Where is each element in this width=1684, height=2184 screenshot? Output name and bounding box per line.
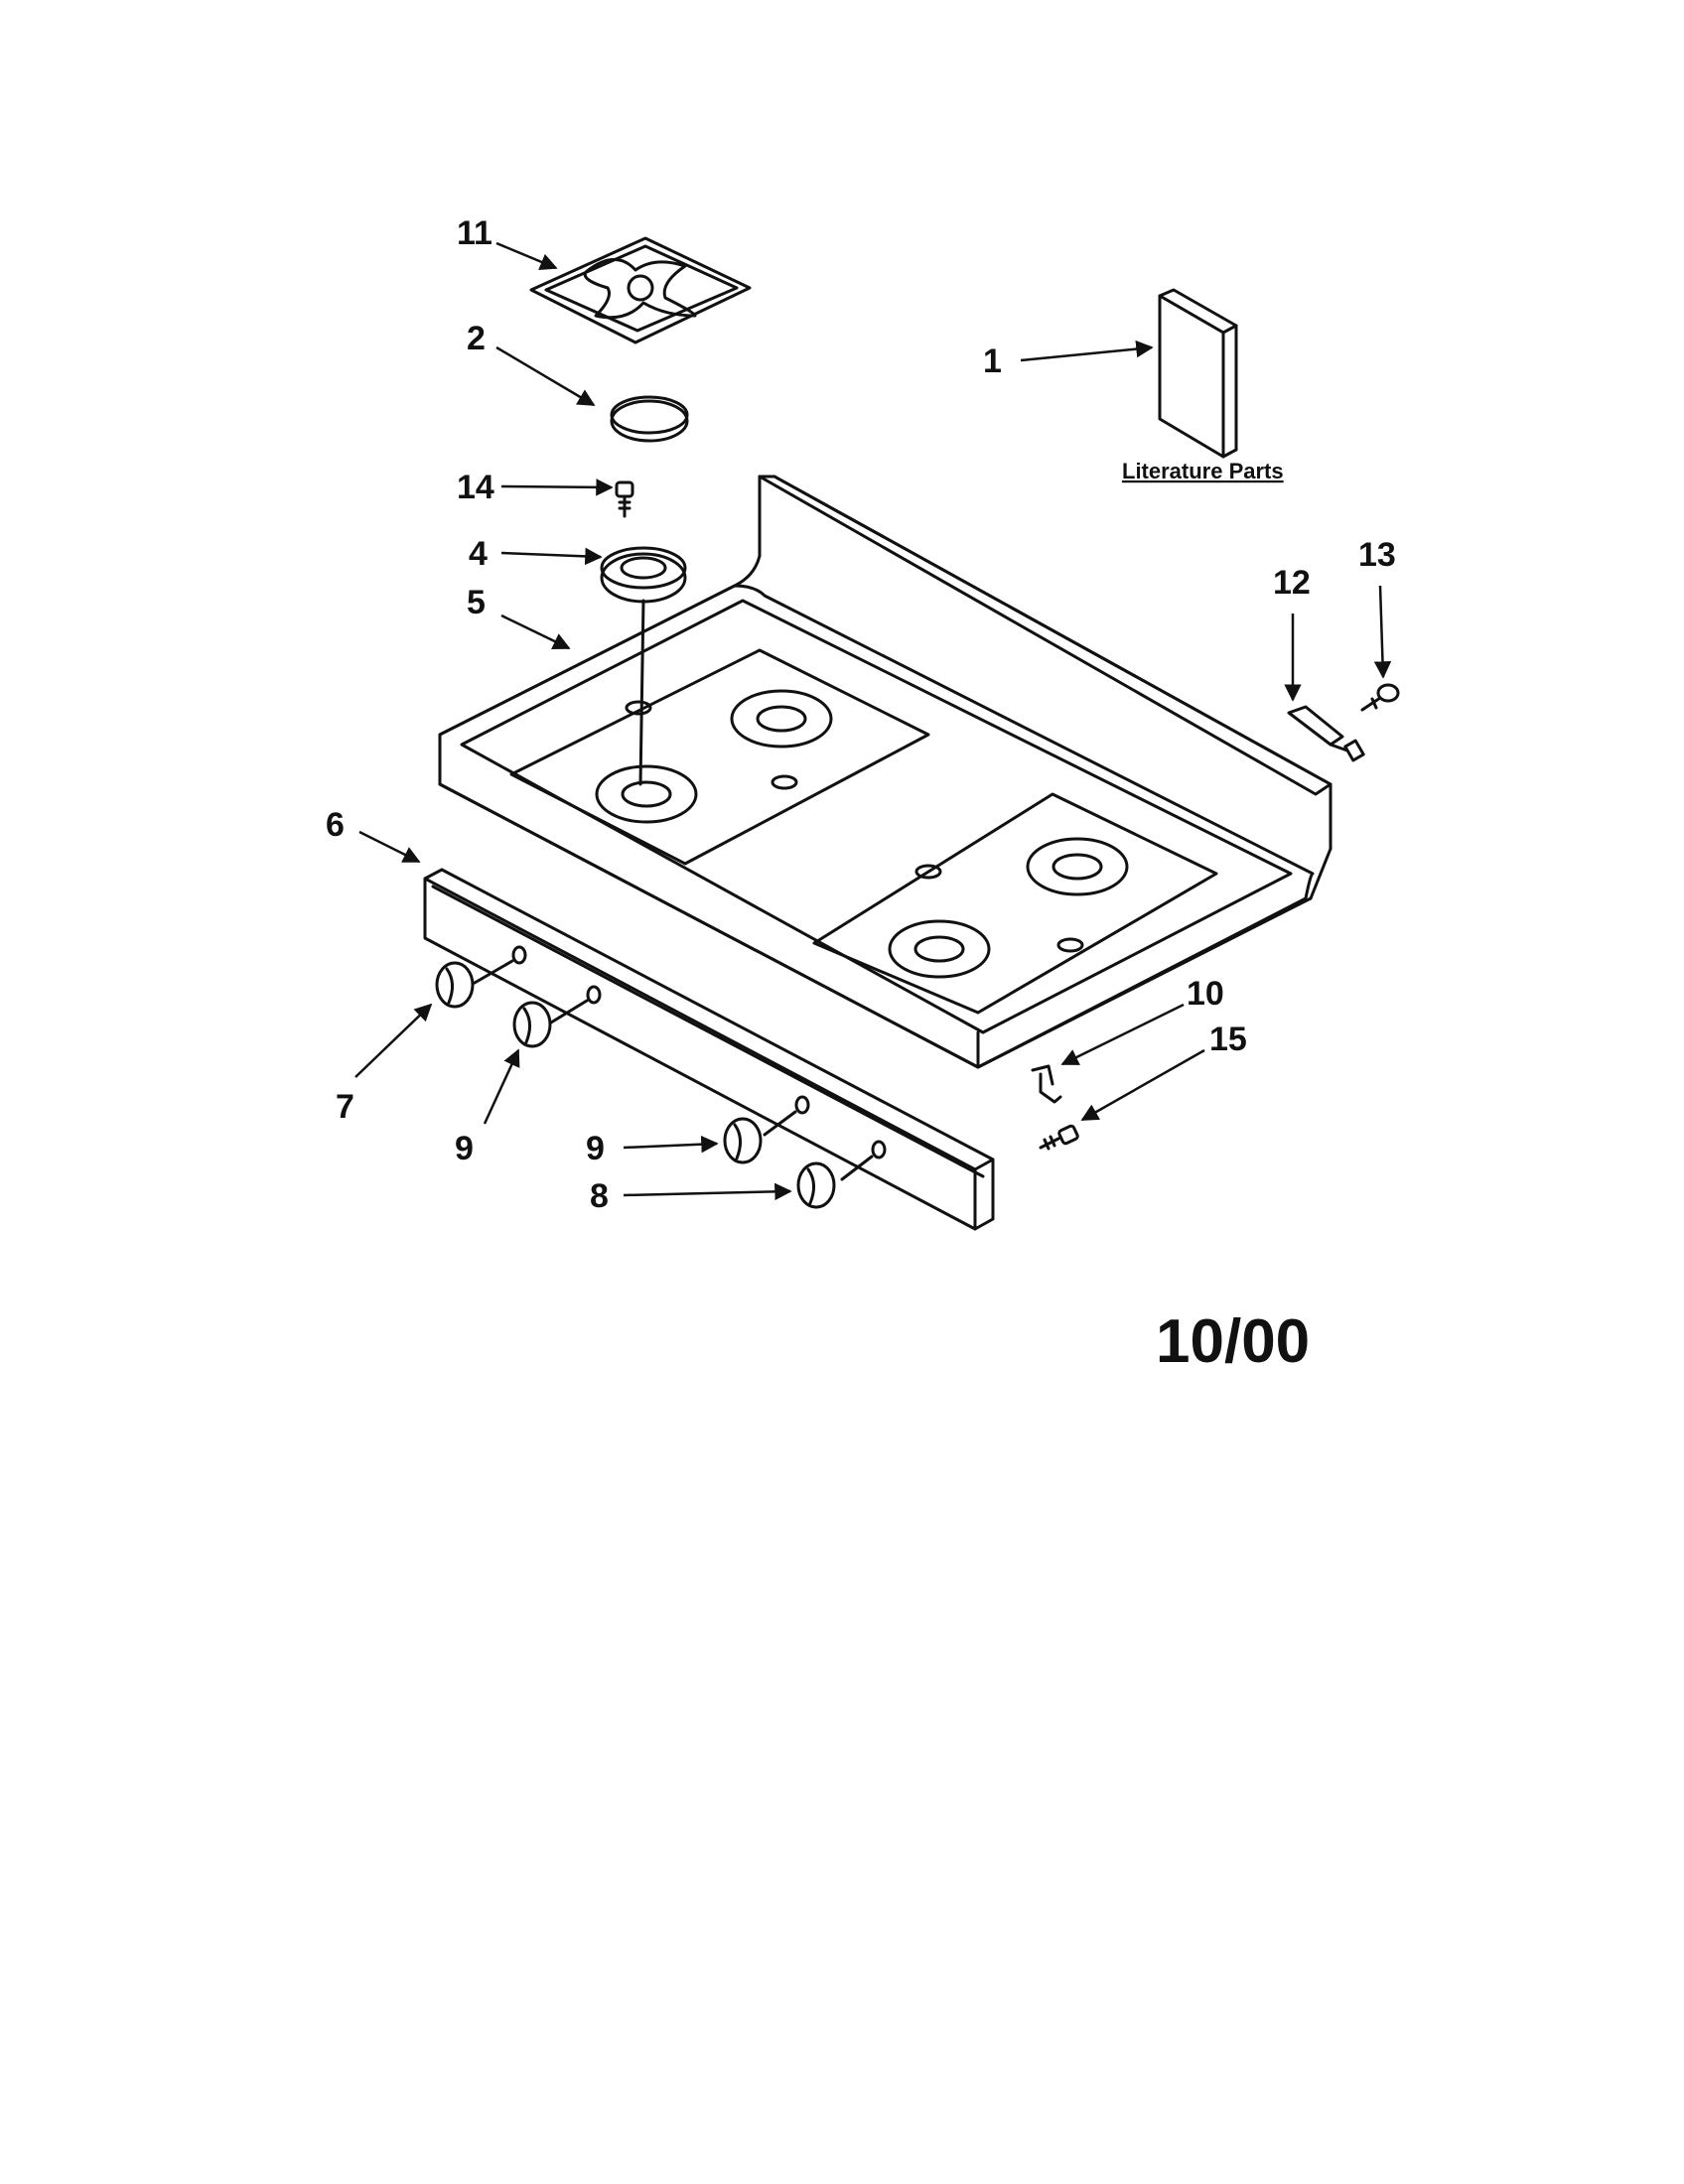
screw-15 bbox=[1039, 1124, 1079, 1151]
callout-9-right: 9 bbox=[586, 1130, 605, 1167]
callout-1: 1 bbox=[983, 342, 1002, 380]
literature-booklet bbox=[1158, 288, 1238, 459]
screw-14 bbox=[615, 480, 634, 518]
screw-13 bbox=[1360, 683, 1400, 712]
control-panel bbox=[423, 868, 995, 1231]
bracket-12 bbox=[1287, 705, 1365, 762]
callout-9-left: 9 bbox=[455, 1130, 474, 1167]
callout-8: 8 bbox=[590, 1177, 609, 1215]
date-code: 10/00 bbox=[1156, 1307, 1310, 1376]
callout-5: 5 bbox=[467, 584, 486, 621]
knob-9-left bbox=[512, 1001, 552, 1048]
callout-11: 11 bbox=[457, 214, 492, 252]
cooktop bbox=[438, 475, 1333, 1069]
literature-parts-caption: Literature Parts bbox=[1122, 459, 1284, 483]
callout-6: 6 bbox=[326, 806, 345, 844]
knob-8 bbox=[796, 1161, 836, 1209]
clip-10 bbox=[1031, 1064, 1062, 1104]
callout-4: 4 bbox=[469, 535, 488, 573]
callout-13: 13 bbox=[1358, 536, 1396, 574]
burner-head bbox=[600, 546, 687, 604]
callout-7: 7 bbox=[336, 1088, 354, 1126]
knob-7 bbox=[435, 961, 475, 1009]
knob-9-right bbox=[723, 1117, 763, 1164]
callout-15: 15 bbox=[1209, 1021, 1247, 1058]
leader-lines bbox=[354, 241, 1392, 1201]
burner-grate bbox=[529, 236, 752, 344]
callout-2: 2 bbox=[467, 320, 486, 357]
burner-cap bbox=[610, 395, 689, 443]
callout-10: 10 bbox=[1187, 975, 1224, 1013]
callout-14: 14 bbox=[457, 469, 494, 506]
callout-12: 12 bbox=[1273, 564, 1311, 602]
